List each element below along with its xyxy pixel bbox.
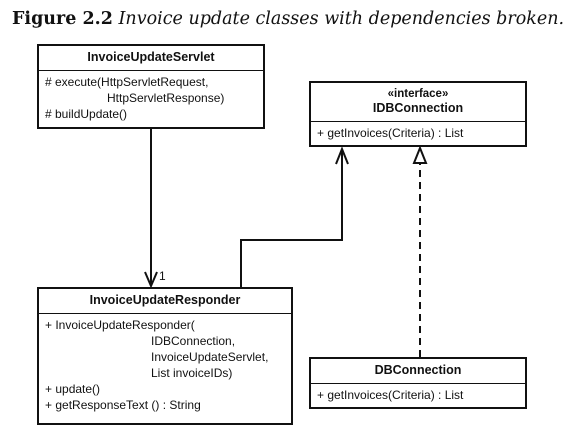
operation: + update() <box>45 382 101 396</box>
interface-header: «interface» IDBConnection <box>311 83 525 122</box>
operation: # buildUpdate() <box>45 107 128 121</box>
realization-db-idb <box>412 145 428 357</box>
open-arrowhead-icon <box>335 146 349 165</box>
association-multiplicity: 1 <box>159 269 166 283</box>
hollow-triangle-icon <box>412 145 428 164</box>
association-servlet-responder <box>144 129 158 289</box>
operation-continuation: HttpServletResponse) <box>107 91 225 105</box>
class-name: InvoiceUpdateServlet <box>39 46 263 71</box>
figure-label: Figure 2.2 <box>12 9 113 29</box>
operations-compartment: + getInvoices(Criteria) : List <box>311 384 525 407</box>
class-invoice-update-servlet: InvoiceUpdateServlet # execute(HttpServl… <box>37 44 265 129</box>
operations-compartment: + InvoiceUpdateResponder( IDBConnection,… <box>39 314 291 417</box>
operation: + getInvoices(Criteria) : List <box>317 126 464 140</box>
open-arrowhead-icon <box>144 271 158 289</box>
class-db-connection: DBConnection + getInvoices(Criteria) : L… <box>309 357 527 409</box>
class-invoice-update-responder: InvoiceUpdateResponder + InvoiceUpdateRe… <box>37 287 293 425</box>
dependency-responder-idb <box>240 146 349 287</box>
operation-continuation: IDBConnection, <box>151 334 236 348</box>
figure-caption: Figure 2.2 Invoice update classes with d… <box>12 8 565 30</box>
interface-idb-connection: «interface» IDBConnection + getInvoices(… <box>309 81 527 147</box>
operation: + InvoiceUpdateResponder( <box>45 318 195 332</box>
operation-continuation: List invoiceIDs) <box>151 366 233 380</box>
class-name: InvoiceUpdateResponder <box>39 289 291 314</box>
operations-compartment: + getInvoices(Criteria) : List <box>311 122 525 145</box>
stereotype-label: «interface» <box>387 88 449 100</box>
class-name: IDBConnection <box>372 101 464 115</box>
operation: # execute(HttpServletRequest, <box>45 75 209 89</box>
operation-continuation: InvoiceUpdateServlet, <box>151 350 269 364</box>
operation: + getResponseText () : String <box>45 398 201 412</box>
class-name: DBConnection <box>311 359 525 384</box>
figure-title: Invoice update classes with dependencies… <box>118 9 565 29</box>
operations-compartment: # execute(HttpServletRequest, HttpServle… <box>39 71 263 126</box>
operation: + getInvoices(Criteria) : List <box>317 388 464 402</box>
